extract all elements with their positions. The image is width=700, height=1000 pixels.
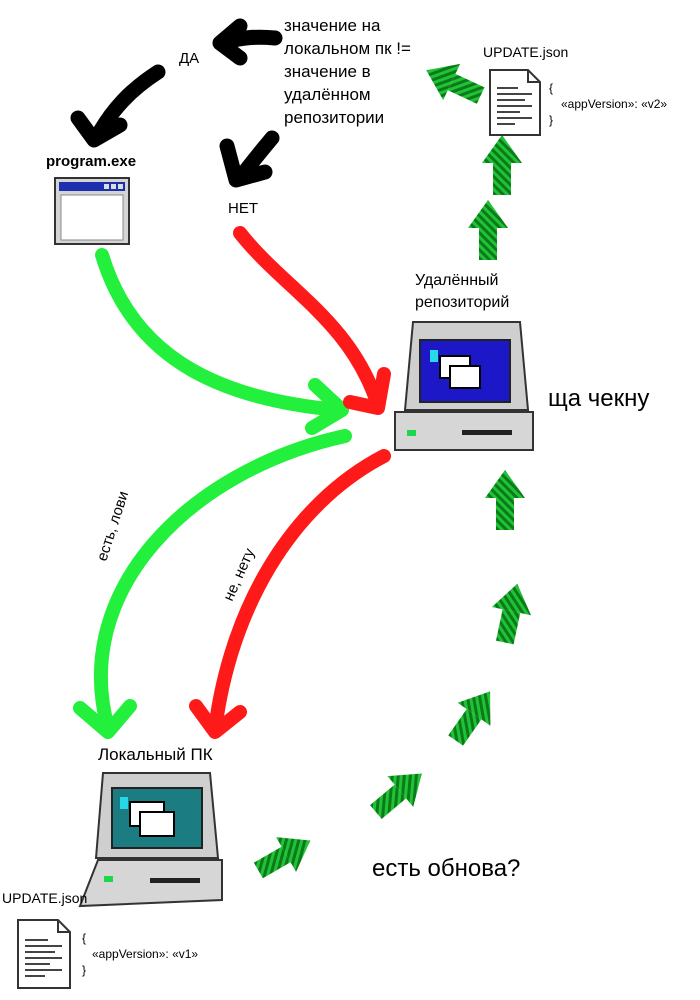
- arrow-condition-to-yes-head: [212, 18, 248, 66]
- arrow-remote-to-local: [93, 429, 352, 735]
- local-document-icon: [17, 919, 71, 989]
- dashed-arrow-4: [491, 583, 532, 645]
- condition-line: значение на: [284, 16, 381, 35]
- arrow-no-to-remote-head: [343, 367, 391, 415]
- label-yes: ДА: [179, 50, 200, 67]
- remote-title-line: Удалённый: [415, 272, 499, 289]
- arrow-remote-to-local-head: [73, 699, 137, 739]
- green-arrows: [73, 248, 352, 739]
- label-local: Локальный ПК: [98, 745, 213, 764]
- remote-file-content: { «appVersion»: «v2» }: [549, 80, 667, 128]
- arrow-no-to-remote: [233, 226, 385, 412]
- local-file-name: UPDATE.json: [2, 890, 88, 906]
- dashed-arrow-2: [370, 773, 422, 819]
- dashed-arrow-6: [468, 200, 508, 260]
- condition-line: значение в: [284, 62, 371, 81]
- condition-line: репозитории: [284, 108, 385, 127]
- local-file-content: { «appVersion»: «v1» }: [82, 930, 198, 978]
- arrow-yes-to-program-head: [70, 110, 128, 148]
- json-line: «appVersion»: «v1»: [92, 947, 199, 961]
- update-check-arrows: [253, 63, 532, 879]
- local-computer-icon: [78, 772, 223, 908]
- dashed-arrow-1: [253, 837, 311, 879]
- arrow-remote-to-local-no: [208, 449, 391, 737]
- dashed-arrow-7: [482, 135, 522, 195]
- condition-line: локальном пк !=: [284, 39, 411, 58]
- condition-line: удалённом: [284, 85, 371, 104]
- condition-text: значение на локальном пк != значение в у…: [284, 14, 411, 129]
- program-window-icon: [54, 177, 130, 245]
- label-program: program.exe: [46, 153, 137, 170]
- dashed-arrow-5: [485, 470, 525, 530]
- arrow-condition-to-no-head: [219, 138, 273, 188]
- arrow-remote-to-local-no-head: [189, 699, 247, 739]
- json-line: {: [82, 931, 87, 945]
- remote-document-icon: [489, 69, 541, 136]
- red-arrows: [189, 226, 391, 739]
- label-catch: есть, лови: [94, 489, 133, 563]
- json-line: «appVersion»: «v2»: [561, 97, 668, 111]
- arrow-program-to-remote-head: [305, 378, 349, 435]
- json-line: }: [549, 113, 554, 127]
- black-arrows: [70, 18, 283, 188]
- arrow-program-to-remote: [95, 248, 345, 417]
- json-line: }: [82, 963, 87, 977]
- dashed-arrow-8: [426, 63, 485, 104]
- remote-computer-icon: [394, 321, 534, 451]
- dashed-arrow-3: [448, 691, 491, 746]
- label-check: ща чекну: [548, 385, 650, 412]
- label-has-update: есть обнова?: [372, 855, 521, 882]
- remote-title-line: репозиторий: [415, 294, 510, 311]
- remote-file-name: UPDATE.json: [483, 44, 569, 60]
- label-no: НЕТ: [228, 200, 258, 217]
- json-line: {: [549, 81, 554, 95]
- remote-title: Удалённый репозиторий: [415, 270, 509, 314]
